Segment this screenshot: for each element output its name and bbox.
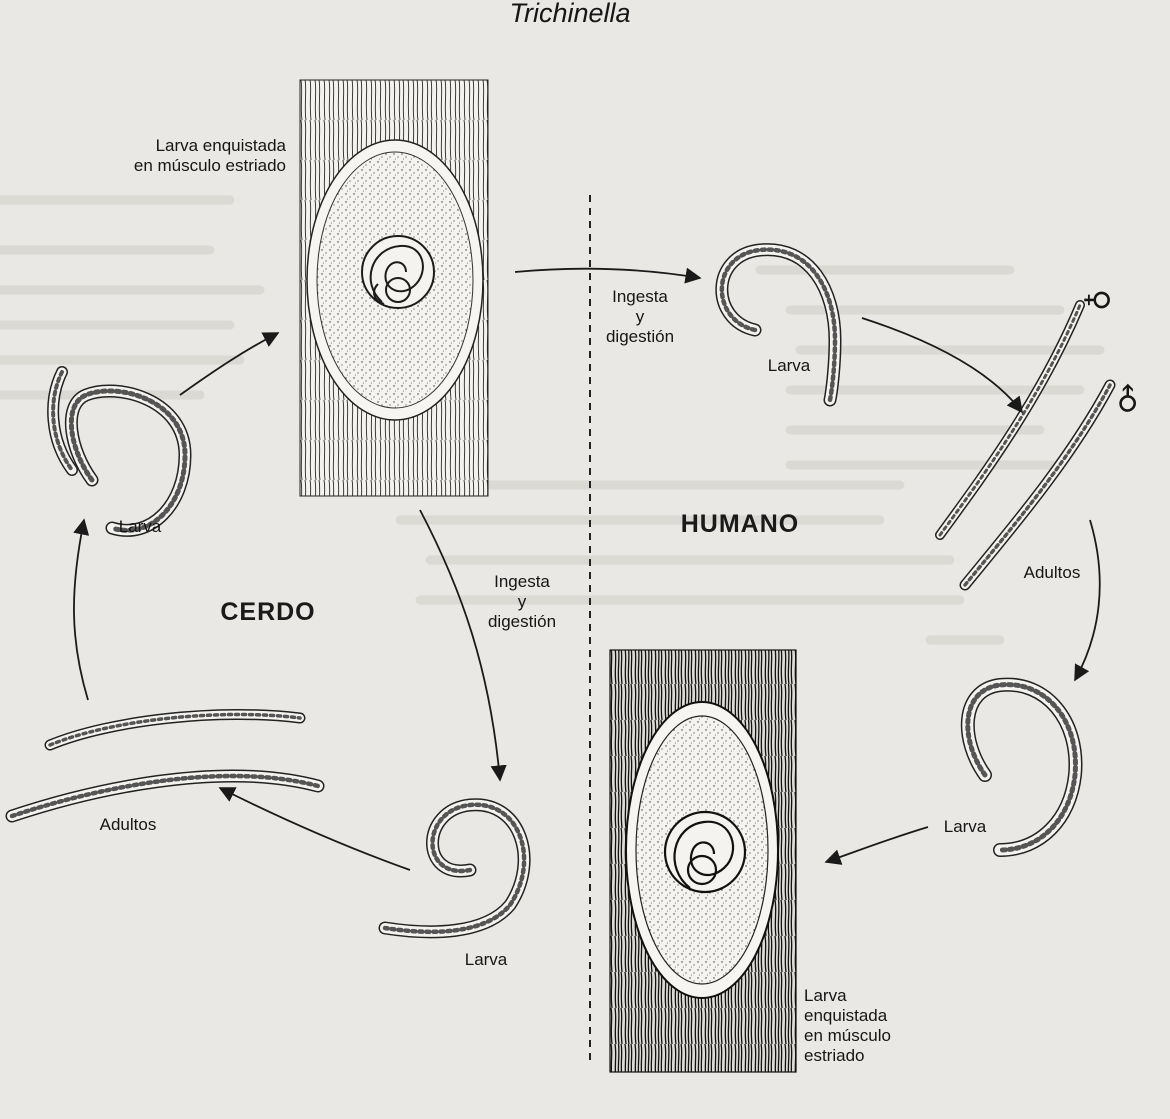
human-larva-worm-top: [715, 243, 842, 407]
arrow-adults-to-larva: [73, 518, 90, 701]
label-ingestion-middle: Ingesta y digestión: [487, 572, 557, 631]
label-human-larva-top: Larva: [768, 356, 811, 375]
pig-adult-worms: [5, 708, 325, 823]
arrow-adults-to-larva-right: [1074, 519, 1101, 682]
arrow-pig-cyst-to-ingestion: [419, 509, 507, 782]
label-pig-cyst: Larva enquistada en músculo estriado: [133, 136, 286, 175]
label-human-cyst: Larva enquistada en músculo estriado: [804, 986, 891, 1065]
arrow-larva-to-adults: [861, 317, 1023, 414]
label-pig-larva: Larva: [119, 517, 162, 536]
host-label-pig: CERDO: [220, 598, 315, 626]
arrow-larva-to-pig-cyst: [179, 332, 280, 396]
arrow-larva-to-human-cyst: [824, 826, 929, 865]
pig-larva-worm: [47, 366, 192, 537]
label-ingestion-top: Ingesta y digestión: [605, 287, 675, 346]
ingested-larva-worm: [378, 798, 531, 939]
arrow-ingested-larva-to-adults: [218, 787, 411, 871]
female-symbol: ♀: [1080, 289, 1115, 311]
host-label-human: HUMANO: [681, 510, 800, 538]
label-human-adults: Adultos: [1024, 563, 1081, 582]
label-pig-adults: Adultos: [100, 815, 157, 834]
arrow-pig-to-human: [514, 267, 702, 284]
label-human-larva-right: Larva: [944, 817, 987, 836]
human-adult-worms: [935, 300, 1116, 591]
human-muscle-cyst: [609, 649, 797, 1073]
human-coiled-larva: [663, 810, 747, 894]
pig-muscle-cyst: [299, 79, 489, 497]
label-ingested-larva: Larva: [465, 950, 508, 969]
pig-coiled-larva: [361, 235, 435, 309]
diagram-title: Trichinella: [509, 0, 630, 28]
cycle-arrows: [73, 267, 1101, 871]
background-page-texture: [0, 195, 1105, 645]
human-larva-worm-right: [960, 677, 1083, 857]
